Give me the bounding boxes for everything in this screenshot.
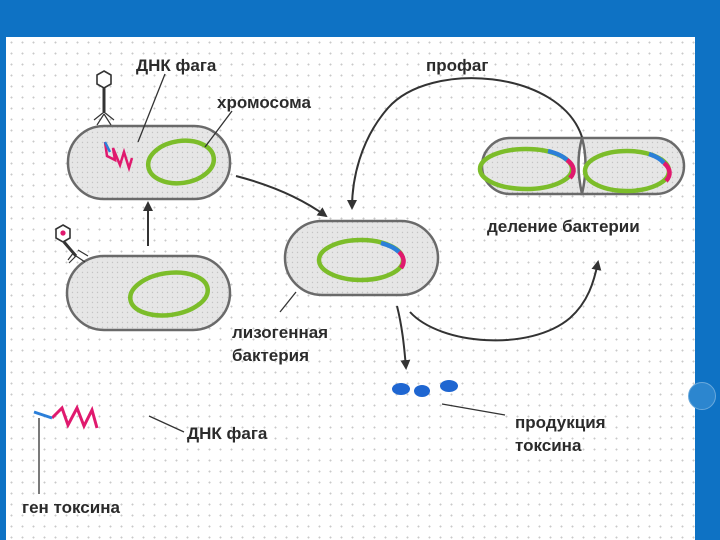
legend-phage-dna-squiggle: [33, 404, 99, 430]
label-bacterial-division: деление бактерии: [487, 217, 640, 236]
phage-icon: [93, 70, 115, 126]
top-banner: [0, 0, 720, 37]
label-prophage: профаг: [426, 56, 488, 75]
infected-cell: [66, 124, 232, 201]
arrow-to-toxin: [396, 305, 411, 370]
label-chromosome: хромосома: [217, 93, 311, 112]
leader-legend-dna: [148, 415, 185, 433]
label-toxin-production-2: токсина: [515, 436, 582, 455]
slide-nav-button[interactable]: [688, 382, 716, 410]
arrow-to-division: [409, 260, 602, 342]
attaching-phage-icon: [55, 224, 89, 264]
leader-lysogenic: [279, 291, 297, 313]
arrow-integration: [235, 175, 328, 218]
leader-phage-dna: [137, 73, 166, 143]
label-lysogenic-2: бактерия: [232, 346, 309, 365]
label-toxin-gene: ген токсина: [22, 498, 120, 517]
label-lysogenic-1: лизогенная: [232, 323, 328, 342]
toxin-particles: [392, 380, 458, 397]
left-frame-edge: [0, 37, 6, 540]
label-toxin-production-1: продукция: [515, 413, 606, 432]
label-phage-dna-legend: ДНК фага: [187, 424, 268, 443]
phage-attaching-cell: [65, 254, 232, 332]
label-phage-dna: ДНК фага: [136, 56, 217, 75]
arrow-prophage-cycle: [347, 77, 583, 210]
dividing-cells: [477, 136, 686, 196]
lysogenic-cell: [283, 219, 440, 297]
leader-chromosome: [204, 110, 233, 148]
leader-toxin: [441, 403, 506, 416]
right-frame-bar: [695, 37, 720, 540]
